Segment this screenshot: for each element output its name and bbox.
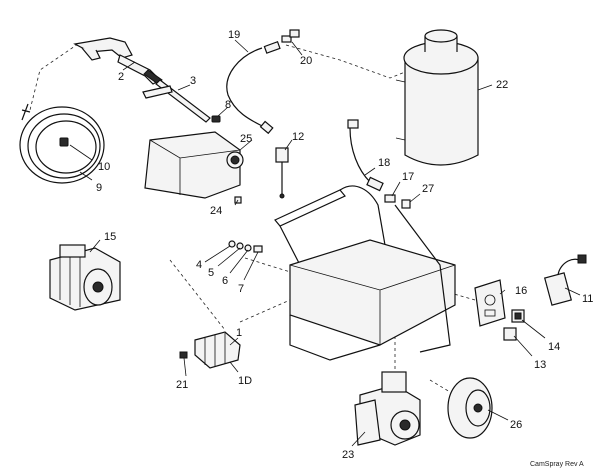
callout-5: 5 — [208, 267, 214, 279]
revision-footer: CamSpray Rev A — [530, 461, 584, 468]
callout-21: 21 — [176, 379, 188, 391]
wheel-26[interactable] — [447, 377, 493, 439]
pump-1[interactable] — [194, 331, 241, 369]
plug-11[interactable] — [543, 254, 587, 306]
callout-20: 20 — [300, 55, 312, 67]
spray-wand[interactable] — [142, 79, 211, 123]
callout-1d: 1D — [238, 375, 252, 387]
hose-18[interactable] — [347, 119, 384, 192]
fitting-27[interactable] — [401, 199, 411, 209]
callout-labels: 2 3 8 9 10 19 20 22 25 12 18 17 27 24 15… — [96, 29, 593, 461]
callout-14: 14 — [548, 341, 560, 353]
callout-12: 12 — [292, 131, 304, 143]
fitting-21[interactable] — [179, 351, 188, 359]
callout-24: 24 — [210, 205, 222, 217]
valve-12[interactable] — [275, 147, 289, 199]
callout-23: 23 — [342, 449, 354, 461]
frame[interactable] — [274, 185, 456, 361]
hose-coil[interactable] — [19, 103, 105, 184]
callout-11: 11 — [582, 293, 593, 305]
fitting-20[interactable] — [281, 29, 300, 43]
callout-25: 25 — [240, 133, 252, 145]
callout-6: 6 — [222, 275, 228, 287]
nozzle-8[interactable] — [211, 115, 221, 123]
outlet-hose-19[interactable] — [226, 41, 281, 135]
callout-18: 18 — [378, 157, 390, 169]
tank-22[interactable] — [395, 29, 479, 166]
callout-27: 27 — [422, 183, 434, 195]
callout-16: 16 — [515, 285, 527, 297]
callout-7: 7 — [238, 283, 244, 295]
callout-8: 8 — [225, 99, 231, 111]
spray-gun[interactable] — [73, 37, 163, 85]
callout-17: 17 — [402, 171, 414, 183]
callout-2: 2 — [118, 71, 124, 83]
control-box-16[interactable] — [474, 279, 506, 327]
fuel-tank-25[interactable] — [144, 131, 244, 199]
callout-13: 13 — [534, 359, 546, 371]
callout-10: 10 — [98, 161, 110, 173]
fittings-4-7[interactable] — [228, 240, 263, 253]
hose-fitting-10[interactable] — [59, 137, 69, 147]
knob-13[interactable] — [503, 327, 517, 341]
callout-19: 19 — [228, 29, 240, 41]
gearbox-23[interactable] — [354, 371, 421, 446]
fitting-17[interactable] — [384, 194, 396, 203]
callout-9: 9 — [96, 182, 102, 194]
callout-3: 3 — [190, 75, 196, 87]
switch-14[interactable] — [511, 309, 525, 323]
callout-22: 22 — [496, 79, 508, 91]
callout-4: 4 — [196, 259, 202, 271]
leader-lines — [69, 39, 581, 447]
callout-1: 1 — [236, 327, 242, 339]
callout-26: 26 — [510, 419, 522, 431]
callout-15: 15 — [104, 231, 116, 243]
motor-15[interactable] — [49, 244, 121, 311]
